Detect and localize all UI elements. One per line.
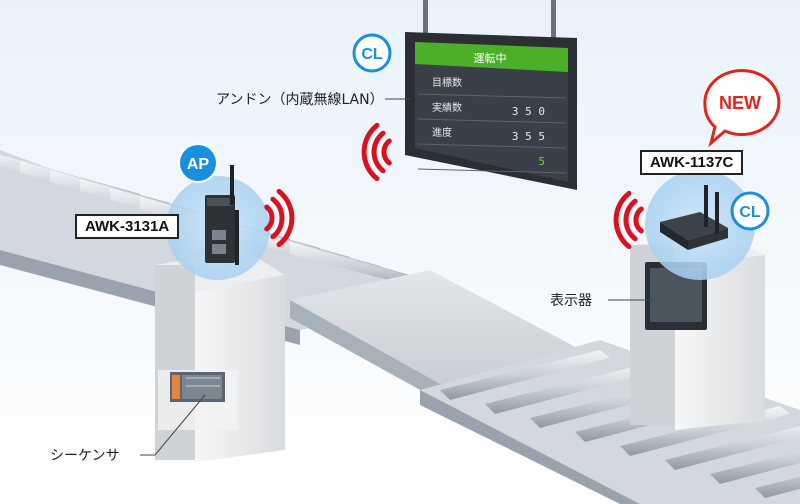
board-row-value: 3 5 0 xyxy=(512,105,545,118)
wireless-signals xyxy=(264,122,644,250)
wave-arc xyxy=(623,198,638,242)
new-badge-text: NEW xyxy=(719,93,761,113)
client-model-label: AWK-1137C xyxy=(640,150,744,175)
board-row-divider xyxy=(417,118,567,124)
andon-callout: アンドン（内蔵無線LAN） xyxy=(216,92,384,108)
board-row-label: 目標数 xyxy=(432,76,462,89)
wave-arc xyxy=(371,130,386,174)
roller xyxy=(485,364,655,414)
sequencer-leader-line xyxy=(140,394,206,456)
left-cabinet xyxy=(155,250,285,462)
wave-arc xyxy=(276,188,295,248)
board-row-divider xyxy=(417,93,567,99)
ap-device xyxy=(205,165,239,265)
display-callout: 表示器 xyxy=(550,293,592,309)
board-row-divider xyxy=(417,143,567,149)
sequencer-callout: シーケンサ xyxy=(50,448,120,464)
board-header: 運転中 xyxy=(474,52,507,65)
ap-badge: AP xyxy=(178,143,218,183)
wave-arc xyxy=(264,204,275,232)
cl-badge-computer-text: CL xyxy=(739,204,761,221)
roller xyxy=(755,476,800,498)
board-row-label: 実績数 xyxy=(432,101,462,114)
board-row-label: 進度 xyxy=(432,126,452,139)
wave-arc xyxy=(633,206,644,234)
new-badge: NEW xyxy=(703,69,781,148)
board-row-value: 5 xyxy=(538,155,545,168)
wave-arc xyxy=(613,190,632,250)
ap-signal-waves xyxy=(264,188,295,248)
board-row-divider xyxy=(417,168,567,174)
ap-badge-text: AP xyxy=(187,156,210,173)
board-row-value: 3 5 5 xyxy=(512,130,545,143)
cl-badge-display: CL xyxy=(352,33,392,73)
sequencer-device xyxy=(170,372,225,402)
andon-board xyxy=(405,0,577,190)
wave-arc xyxy=(361,122,380,182)
roller xyxy=(440,350,610,400)
wave-arc xyxy=(270,196,285,240)
cl-badge-display-text: CL xyxy=(361,46,383,63)
ap-model-label: AWK-3131A xyxy=(75,214,180,239)
andon-signal-waves xyxy=(361,122,392,182)
wave-arc xyxy=(381,138,392,166)
cl-badge-computer: CL xyxy=(730,191,770,231)
roller xyxy=(665,426,800,470)
client-device xyxy=(660,185,728,250)
client-signal-waves xyxy=(613,190,644,250)
roller xyxy=(710,451,800,484)
